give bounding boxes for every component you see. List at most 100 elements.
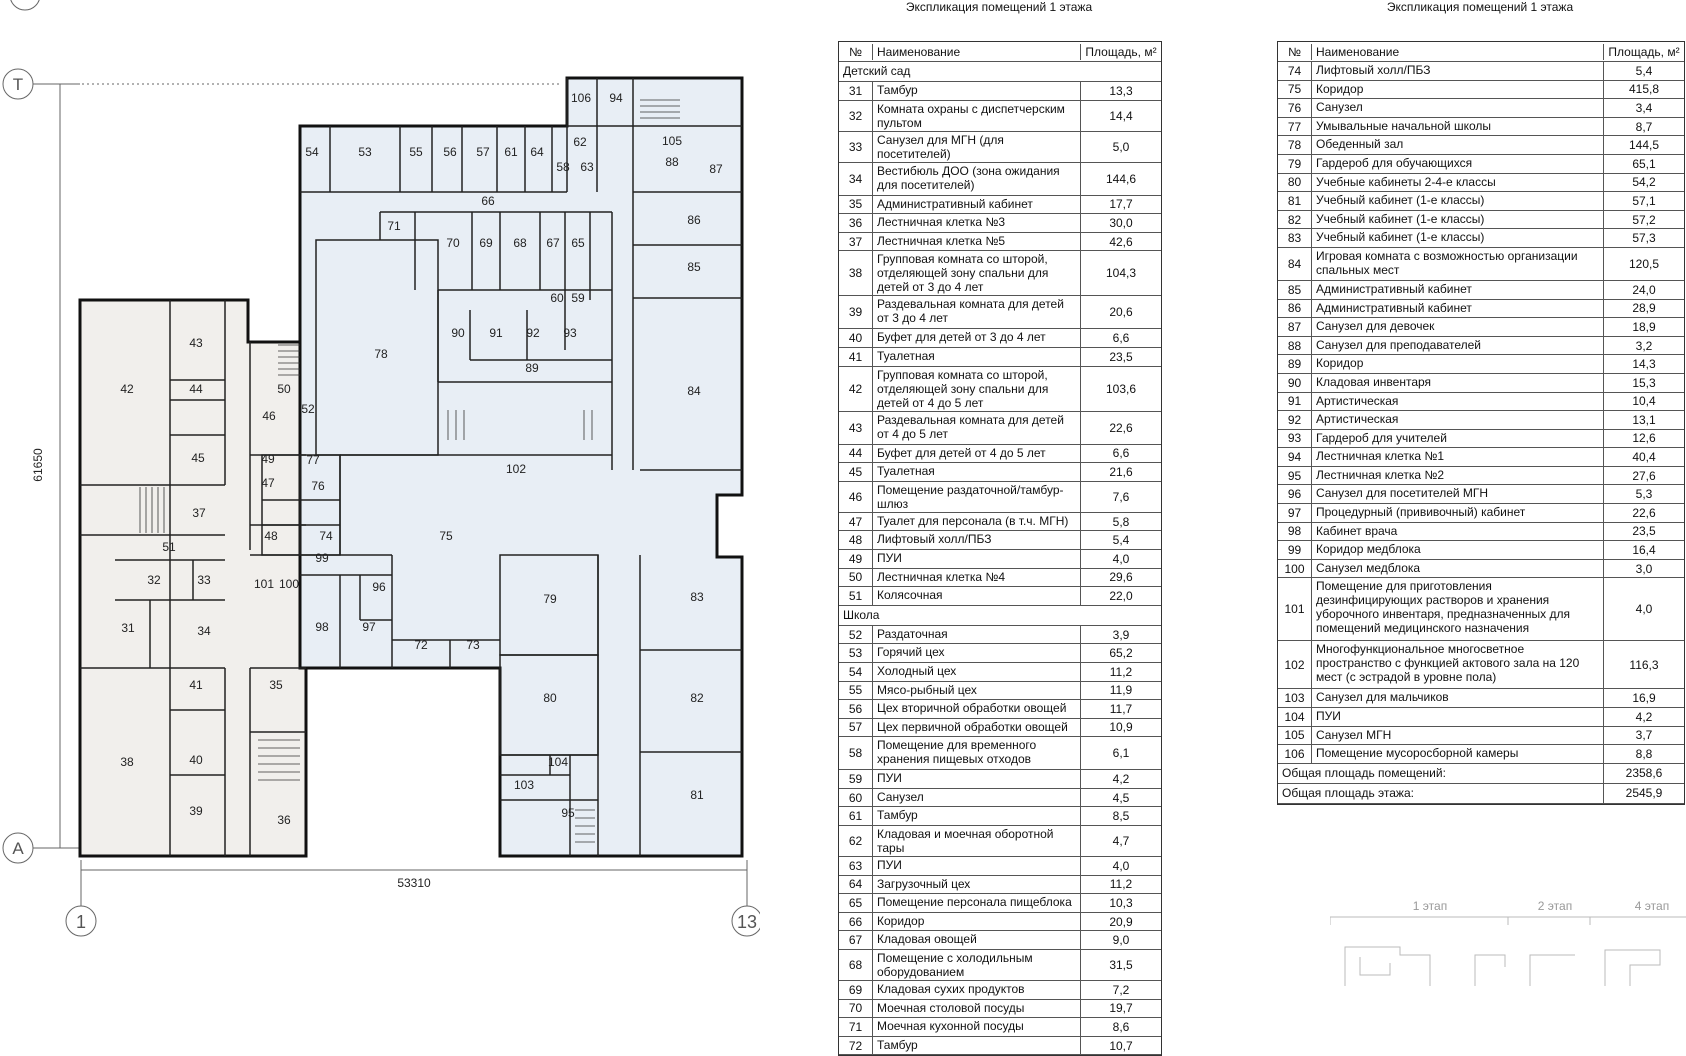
table1-cell-no: 51 (839, 587, 873, 605)
table2-cell-area: 24,0 (1632, 282, 1656, 297)
table1-cell-name: Лестничная клетка №3 (873, 214, 1081, 232)
table2-cell-name: Учебный кабинет (1-е классы) (1312, 192, 1604, 210)
table2-cell-no: 95 (1278, 466, 1312, 485)
table2-cell-name: Процедурный (прививочный) кабинет (1312, 504, 1604, 522)
table1-cell-name: Кладовая овощей (873, 931, 1081, 950)
table2-cell-name: Учебные кабинеты 2-4-е классы (1312, 173, 1604, 192)
table2-cell-area: 23,5 (1632, 524, 1656, 539)
room-label-55: 55 (409, 145, 423, 159)
dimension-width: 53310 (397, 876, 431, 890)
table1-cell-name: Помещение с холодильным оборудованием (873, 950, 1081, 981)
table1-cell-no: 47 (839, 512, 873, 531)
stair-95 (575, 809, 595, 843)
table1-cell-no: 72 (839, 1036, 873, 1055)
room-label-101: 101 (254, 577, 274, 591)
table1-cell-no: 50 (839, 568, 873, 587)
building-outline (78, 76, 744, 858)
table1-cell-area: 11,2 (1109, 877, 1133, 892)
table2-cell-name: Административный кабинет (1312, 299, 1604, 318)
table1-cell-area: 11,9 (1109, 683, 1133, 698)
table2-cell-area: 18,9 (1632, 319, 1656, 334)
table1-cell-area: 4,5 (1112, 790, 1130, 805)
table1-cell-area: 23,5 (1109, 349, 1133, 364)
table2-cell-name: Лестничная клетка №2 (1312, 466, 1604, 485)
room-label-47: 47 (261, 476, 275, 490)
table1-cell-name: Цех вторичной обработки овощей (873, 700, 1081, 718)
table2-cell-name: Административный кабинет (1312, 280, 1604, 299)
table2-cell-area: 14,3 (1632, 357, 1656, 372)
table1-cell-area: 20,9 (1109, 914, 1133, 929)
table1-cell-no: 59 (839, 770, 873, 788)
stairs (139, 99, 680, 843)
table2-cell-no: 87 (1278, 318, 1312, 336)
table1-cell-no: 66 (839, 912, 873, 931)
table1-cell-no: 37 (839, 232, 873, 251)
room-label-69: 69 (479, 236, 493, 250)
table2-cell-no: 92 (1278, 411, 1312, 429)
table1-header: № Наименование Площадь, м² (839, 42, 1161, 62)
table1-header-area: Площадь, м² (1085, 44, 1157, 59)
grid-axes (2, 0, 760, 937)
room-label-60: 60 (550, 291, 564, 305)
room-label-43: 43 (189, 336, 203, 350)
table1-cell-area: 22,6 (1109, 420, 1133, 435)
table1-cell-name: Туалетная (873, 347, 1081, 366)
room-label-44: 44 (189, 382, 203, 396)
table2-cell-area: 3,0 (1635, 561, 1653, 576)
table1-cell-area: 5,0 (1112, 139, 1130, 154)
table1-cell-no: 71 (839, 1018, 873, 1036)
table1-cell-no: 55 (839, 681, 873, 700)
table1-cell-area: 31,5 (1109, 958, 1133, 973)
minimap-label-2: 2 этап (1538, 899, 1572, 913)
minimap-label-3: 4 этап (1635, 899, 1669, 913)
table1-cell-no: 56 (839, 700, 873, 718)
table1-cell-no: 41 (839, 347, 873, 366)
table1-cell-area: 6,6 (1112, 331, 1130, 346)
table2-cell-area: 10,4 (1632, 394, 1656, 409)
table1-cell-name: Кладовая сухих продуктов (873, 981, 1081, 999)
table2-cell-name: Санузел медблока (1312, 559, 1604, 578)
room-label-33: 33 (197, 573, 211, 587)
room-label-83: 83 (690, 590, 704, 604)
room-label-77: 77 (306, 453, 320, 467)
table1-cell-area: 6,1 (1112, 746, 1130, 761)
table2-cell-name: Санузел МГН (1312, 726, 1604, 745)
table2-cell-area: 28,9 (1632, 301, 1656, 316)
table2-header: № Наименование Площадь, м² (1278, 42, 1684, 62)
table2-cell-no: 96 (1278, 485, 1312, 504)
table2-header-name: Наименование (1312, 43, 1604, 60)
table2-cell-no: 90 (1278, 373, 1312, 392)
room-label-59: 59 (571, 291, 585, 305)
table1-cell-no: 70 (839, 999, 873, 1018)
table1-cell-name: Колясочная (873, 587, 1081, 605)
table1-section-label: Детский сад (839, 62, 1161, 82)
table2-cell-name: Обеденный зал (1312, 136, 1604, 154)
axis-label-left: 1 (76, 912, 86, 932)
table1-cell-area: 22,0 (1109, 588, 1133, 603)
table2-cell-name: Гардероб для учителей (1312, 429, 1604, 448)
table2-cell-area: 144,5 (1628, 138, 1660, 153)
table1-cell-area: 4,2 (1112, 772, 1130, 787)
table2-cell-name: Умывальные начальной школы (1312, 117, 1604, 136)
table2-cell-no: 84 (1278, 247, 1312, 280)
table1-cell-name: Лифтовый холл/ПБЗ (873, 531, 1081, 549)
